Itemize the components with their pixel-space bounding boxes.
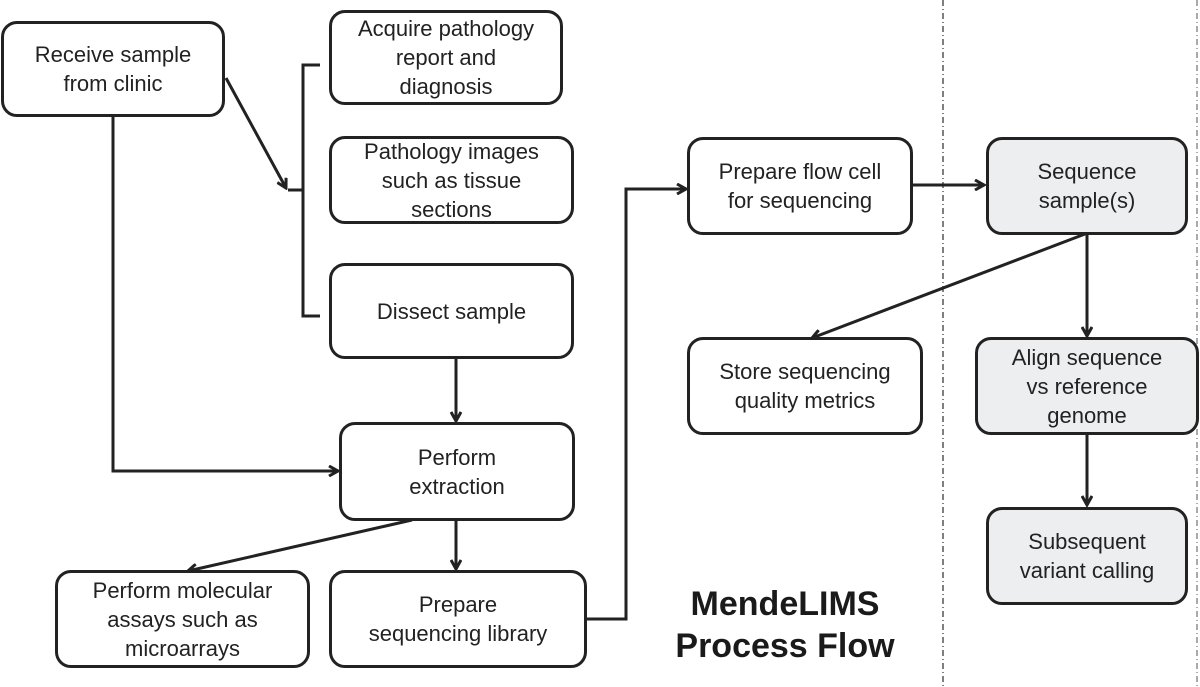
node-acquire-pathology: Acquire pathology report and diagnosis	[329, 10, 563, 105]
node-perform-extraction: Perform extraction	[339, 422, 575, 521]
node-align-sequence: Align sequence vs reference genome	[975, 337, 1199, 435]
node-sequencing-library: Prepare sequencing library	[329, 570, 587, 668]
edge-extract-to-molecular	[188, 518, 413, 571]
node-molecular-assays: Perform molecular assays such as microar…	[55, 570, 310, 668]
node-store-quality-metrics: Store sequencing quality metrics	[687, 337, 923, 435]
node-sequence-samples: Sequence sample(s)	[986, 137, 1188, 235]
node-dissect-sample: Dissect sample	[329, 263, 574, 359]
node-receive-sample: Receive sample from clinic	[1, 21, 225, 117]
node-prepare-flow-cell: Prepare flow cell for sequencing	[687, 137, 913, 235]
diagram-title: MendeLIMS Process Flow	[675, 585, 895, 665]
node-variant-calling: Subsequent variant calling	[986, 507, 1188, 605]
edge-sequence-to-metrics	[812, 232, 1086, 338]
edge-receive-to-extract	[111, 116, 338, 471]
node-pathology-images: Pathology images such as tissue sections	[329, 136, 574, 224]
edge-receive-to-pathology	[224, 77, 286, 188]
pathology-bracket	[301, 63, 320, 318]
edge-library-to-flowcell	[586, 189, 686, 621]
